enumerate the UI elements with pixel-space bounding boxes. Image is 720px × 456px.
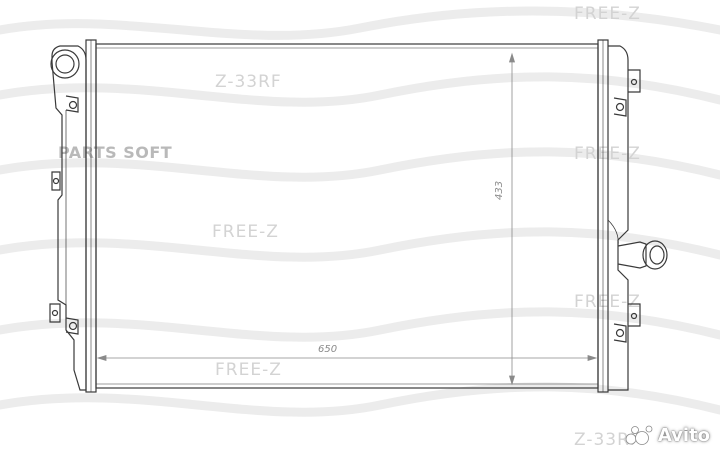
height-dimension-label: 433 [494, 180, 505, 200]
outlet-pipe-flange [642, 240, 668, 270]
avito-badge: Avito [624, 424, 710, 446]
right-tank-boss-upper-hole [615, 102, 625, 112]
watermark-brand-mirrored: Z-33RF [215, 72, 282, 92]
filler-neck-outer [50, 49, 80, 79]
radiator-core [95, 43, 599, 389]
watermark-brand-bottom: FREE-Z [215, 360, 282, 380]
watermark-brand-right: FREE-Z [574, 144, 641, 164]
left-tank-boss-lower-hole [68, 321, 78, 331]
right-tank-boss-lower-hole [615, 328, 625, 338]
avito-badge-text: Avito [657, 424, 710, 446]
left-mount-tab-1-hole [52, 177, 60, 185]
left-tank-boss-upper [65, 95, 79, 113]
watermark-brand-top-right: FREE-Z [574, 4, 641, 24]
left-mount-tab-2-hole [51, 309, 59, 317]
right-mount-tab-2-hole [630, 312, 638, 320]
left-mount-tab-1 [51, 171, 61, 191]
watermark-brand-right-lower: FREE-Z [574, 292, 641, 312]
width-dimension-arrow-left [96, 354, 107, 362]
watermark-brand-bottom-right: Z-33RF [574, 430, 641, 450]
outlet-pipe-opening [649, 245, 665, 265]
right-mount-tab-2 [628, 303, 641, 327]
left-mount-tab-2 [49, 303, 61, 323]
width-dimension-label: 650 [318, 344, 338, 355]
outlet-pipe [617, 241, 647, 269]
left-tank-boss-lower [65, 317, 79, 335]
avito-logo-icon [625, 425, 653, 445]
left-tank-boss-upper-hole [68, 100, 78, 110]
height-dimension-arrow-top [508, 52, 516, 63]
filler-neck-inner [55, 54, 75, 74]
right-tank-boss-upper [613, 97, 627, 117]
watermark-brand-center: FREE-Z [212, 222, 279, 242]
right-mount-tab-1-hole [630, 78, 638, 86]
left-tank-outline [51, 45, 87, 391]
right-mount-tab-1 [628, 69, 641, 93]
height-dimension-arrow-bottom [508, 375, 516, 386]
right-tank-boss-lower [613, 323, 627, 343]
width-dimension-arrow-right [587, 354, 598, 362]
right-tank-outline [608, 45, 629, 391]
outlet-pipe-neck [607, 219, 619, 247]
